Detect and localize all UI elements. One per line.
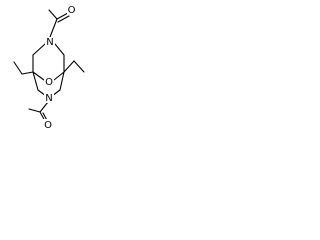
atom-n-bottom-label: N xyxy=(45,93,52,104)
bond-acetyl-top-carbonyl xyxy=(56,12,69,20)
atom-n-bottom: N xyxy=(44,93,54,104)
bond-n-top-right xyxy=(54,43,65,56)
bond-acetyl-top-carbonyl-double xyxy=(57,15,70,23)
bond-bottom-right-1 xyxy=(59,71,65,91)
atom-o-bottom-label: O xyxy=(44,120,52,131)
bond-bottom-left-1 xyxy=(32,71,39,91)
atom-o-center: O xyxy=(44,76,54,88)
bond-left-bridge-down xyxy=(32,71,45,81)
bond-left-ethyl-1 xyxy=(21,71,34,75)
bond-n-top-left xyxy=(32,43,46,56)
bond-left-ethyl-2 xyxy=(13,61,23,75)
bond-acetyl-top-methyl xyxy=(48,9,58,20)
bond-right-bridge-down xyxy=(53,71,65,81)
bond-right-ethyl-2 xyxy=(73,60,85,73)
bond-acetyl-bottom-methyl xyxy=(28,108,41,113)
atom-n-top-label: N xyxy=(46,37,53,48)
structure-diagram: O N O N O xyxy=(0,0,97,131)
atom-o-top-label: O xyxy=(68,5,76,16)
bond-acetyl-top-to-n xyxy=(49,18,58,38)
atom-o-top: O xyxy=(67,4,76,16)
atom-n-top: N xyxy=(45,37,55,48)
bond-bottom-n-acyl xyxy=(39,101,49,113)
bond-right-ethyl-1 xyxy=(63,60,75,73)
molecule-drawing: O N O N O xyxy=(13,4,85,131)
atom-o-center-label: O xyxy=(45,77,53,88)
atom-o-bottom: O xyxy=(43,119,53,131)
